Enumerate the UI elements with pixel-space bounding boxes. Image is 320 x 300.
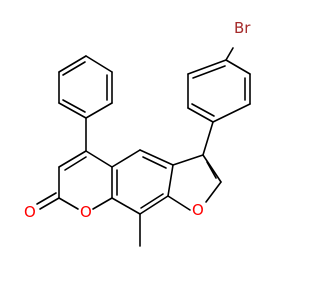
bond [202,121,214,156]
bond [58,150,87,168]
atom-labels: Br O O O [24,19,251,221]
bond [58,197,79,210]
bond [85,102,113,119]
bond [225,47,234,61]
bond [142,156,167,169]
carbonyl-oxygen-label: O [24,203,36,221]
furan-oxygen-label: O [192,201,204,219]
bond [62,99,86,113]
bonds [36,47,251,247]
bond [36,192,57,205]
molecule-canvas: Br O O O [24,19,252,247]
bond [172,154,204,166]
bond [139,149,174,166]
bond [205,181,222,203]
bond [212,103,251,123]
bond [111,197,141,215]
bromine-label: Br [234,19,251,37]
bond [92,197,113,210]
pyran-oxygen-label: O [80,203,92,221]
bond [191,103,215,117]
bond [64,156,87,171]
bond [192,65,226,79]
bond [58,102,87,119]
bond [62,61,86,76]
bond [167,195,191,211]
bond [140,193,164,209]
molecule-structure: Br O O O [24,19,251,247]
bond [58,55,87,73]
bond [187,59,227,75]
bond [139,195,169,215]
bond [39,197,60,210]
bond [85,55,113,73]
bond [202,154,222,183]
bond [225,59,251,75]
bond [111,149,141,168]
bond [167,164,174,197]
bond [85,150,113,168]
bond [206,161,217,179]
bond [187,107,214,123]
